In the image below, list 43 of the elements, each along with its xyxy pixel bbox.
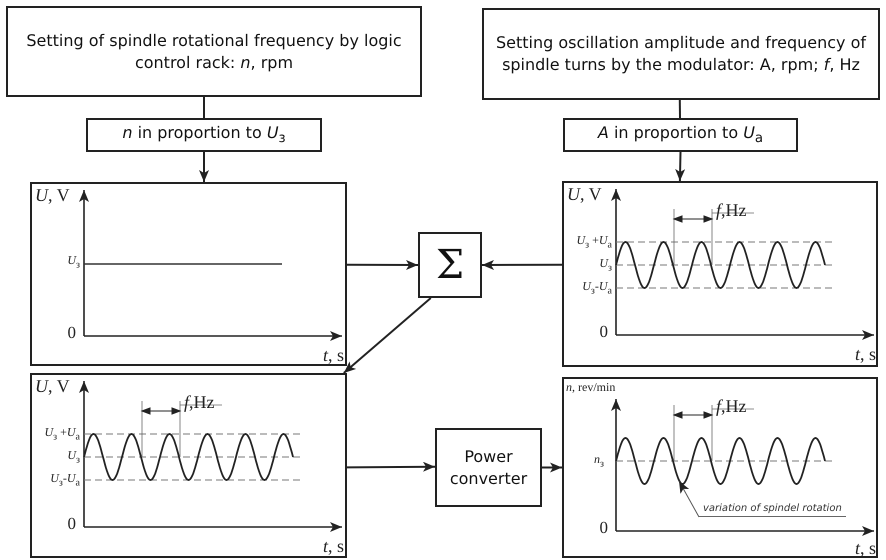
tick-label: U$_{з}$ <box>67 254 80 270</box>
tick-label: U$_{з}$ <box>599 257 612 274</box>
axis-label: t, s <box>854 345 876 365</box>
arrow <box>347 462 435 472</box>
summing-junction-box: Σ <box>418 232 482 298</box>
frequency-label: f,Hz <box>716 201 747 221</box>
annotation-text: variation of spindel rotation <box>699 503 846 517</box>
graph-panel <box>30 182 347 366</box>
arrow <box>347 260 418 270</box>
tick-label: 0 <box>68 515 76 534</box>
connector-line <box>203 97 205 118</box>
axis-label: n, rev/min <box>566 381 616 394</box>
tick-label: U$_{з}$-U$_{a}$ <box>50 472 80 488</box>
tick-label: 0 <box>600 519 608 538</box>
tick-label: U$_{з}$-U$_{a}$ <box>582 280 612 296</box>
axis-label: U, V <box>567 185 602 205</box>
arrow <box>482 260 562 270</box>
tick-label: 0 <box>600 323 608 342</box>
process-box: A in proportion to U$_{a}$ <box>563 118 798 152</box>
graph-panel <box>30 373 347 558</box>
graph-panel <box>562 377 878 558</box>
axis-label: t, s <box>322 537 344 557</box>
process-box: Power converter <box>435 428 542 507</box>
connector-line <box>678 100 681 118</box>
tick-label: n$_{з}$ <box>594 453 604 470</box>
tick-label: U$_{з}$ +U$_{a}$ <box>576 234 612 250</box>
arrow <box>675 152 686 182</box>
frequency-label: f,Hz <box>184 393 215 413</box>
axis-label: U, V <box>35 186 70 206</box>
process-box: Setting of spindle rotational frequency by logic control rack: n, rpm <box>6 6 422 97</box>
tick-label: U$_{з}$ <box>67 449 80 466</box>
axis-label: t, s <box>322 346 344 366</box>
process-box: n in proportion to U$_{з}$ <box>86 118 322 152</box>
arrow <box>343 297 432 374</box>
axis-label: U, V <box>35 377 70 397</box>
frequency-label: f,Hz <box>716 397 747 417</box>
tick-label: U$_{з}$ +U$_{a}$ <box>44 426 80 442</box>
tick-label: 0 <box>68 324 76 343</box>
arrow <box>542 462 562 472</box>
process-box: Setting oscillation amplitude and frequency of spindle turns by the modulator: A, rpm; f, Hz <box>482 8 880 100</box>
graph-panel <box>562 181 878 367</box>
leader-line <box>678 480 700 518</box>
arrow <box>199 152 209 182</box>
